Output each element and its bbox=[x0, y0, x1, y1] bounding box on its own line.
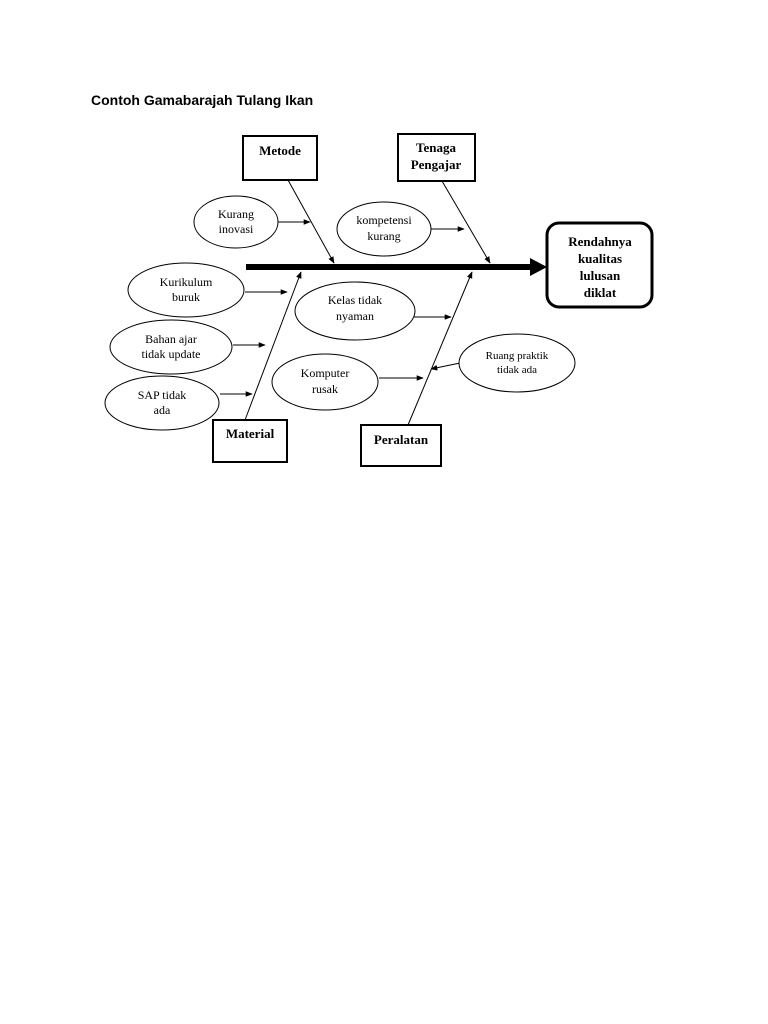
cause-text: Kurang bbox=[218, 207, 254, 221]
bone-peralatan bbox=[407, 271, 473, 426]
cause-text: rusak bbox=[312, 382, 338, 396]
category-box-metode: Metode bbox=[242, 135, 318, 181]
effect-line-4: diklat bbox=[584, 285, 617, 300]
cause-komputer-rusak: Komputer rusak bbox=[271, 353, 379, 411]
category-box-peralatan: Peralatan bbox=[360, 424, 442, 467]
arrow-ruang-praktik bbox=[430, 362, 461, 371]
effect-line-1: Rendahnya bbox=[568, 234, 632, 249]
cause-text: Ruang praktik bbox=[486, 350, 549, 362]
cause-kelas-tidak-nyaman: Kelas tidak nyaman bbox=[294, 281, 416, 341]
bone-tenaga-pengajar bbox=[441, 180, 491, 264]
cause-text: buruk bbox=[172, 290, 200, 304]
cause-sap-tidak-ada: SAP tidak ada bbox=[104, 375, 220, 431]
category-box-material: Material bbox=[212, 419, 288, 463]
category-label-pengajar: Pengajar bbox=[411, 157, 462, 172]
category-label-peralatan: Peralatan bbox=[374, 432, 429, 447]
bone-metode bbox=[287, 179, 335, 264]
cause-bahan-ajar: Bahan ajar tidak update bbox=[109, 319, 233, 375]
cause-text: kurang bbox=[367, 229, 400, 243]
cause-kurikulum-buruk: Kurikulum buruk bbox=[127, 262, 245, 318]
cause-text: Komputer bbox=[301, 366, 350, 380]
effect-box: Rendahnya kualitas lulusan diklat bbox=[545, 221, 654, 309]
cause-text: SAP tidak bbox=[138, 388, 187, 402]
cause-text: Bahan ajar bbox=[145, 332, 197, 346]
cause-ruang-praktik: Ruang praktik tidak ada bbox=[458, 333, 576, 393]
cause-text: nyaman bbox=[336, 309, 374, 323]
category-box-tenaga-pengajar: Tenaga Pengajar bbox=[397, 133, 476, 182]
bone-material bbox=[244, 271, 302, 421]
category-label-metode: Metode bbox=[259, 143, 301, 158]
cause-text: Kelas tidak bbox=[328, 293, 382, 307]
page-heading: Contoh Gamabarajah Tulang Ikan bbox=[91, 92, 314, 108]
cause-kompetensi-kurang: kompetensi kurang bbox=[336, 201, 432, 257]
effect-line-2: kualitas bbox=[578, 251, 622, 266]
cause-text: kompetensi bbox=[356, 213, 412, 227]
category-label-material: Material bbox=[226, 426, 275, 441]
cause-text: Kurikulum bbox=[160, 275, 213, 289]
cause-text: ada bbox=[154, 403, 171, 417]
cause-text: tidak update bbox=[142, 347, 201, 361]
effect-line-3: lulusan bbox=[580, 268, 621, 283]
cause-text: tidak ada bbox=[497, 364, 537, 376]
category-label-tenaga: Tenaga bbox=[416, 140, 456, 155]
cause-text: inovasi bbox=[219, 222, 254, 236]
spine-arrowhead bbox=[530, 258, 547, 276]
cause-kurang-inovasi: Kurang inovasi bbox=[193, 195, 279, 249]
